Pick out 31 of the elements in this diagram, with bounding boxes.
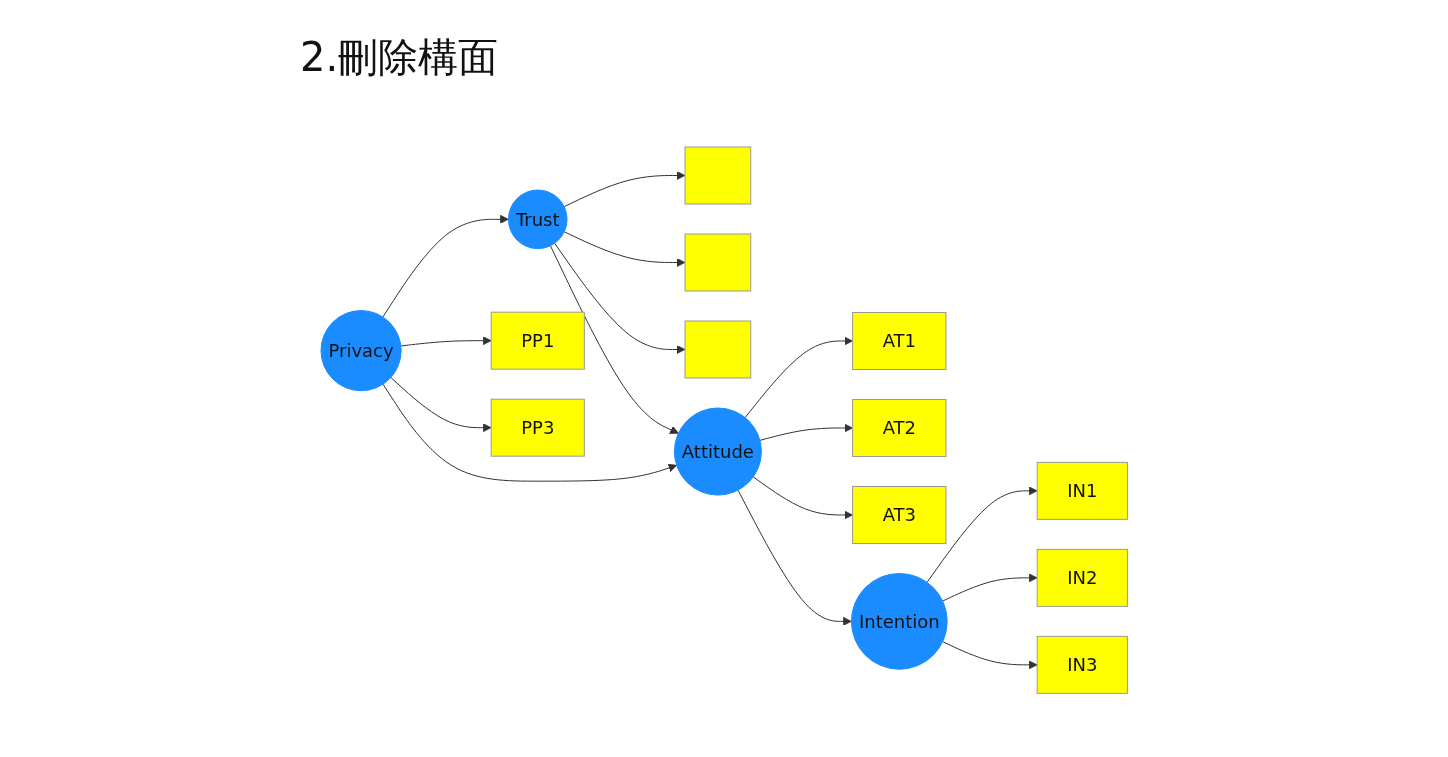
arrow bbox=[549, 245, 679, 434]
arrow bbox=[941, 573, 1038, 602]
node-box bbox=[684, 320, 752, 379]
node-box: IN2 bbox=[1036, 548, 1128, 607]
node-box: PP1 bbox=[490, 311, 585, 370]
arrow bbox=[744, 336, 853, 418]
arrow bbox=[737, 489, 852, 626]
arrow bbox=[563, 231, 686, 267]
node-circle: Privacy bbox=[320, 309, 402, 391]
arrow bbox=[390, 376, 492, 432]
node-box bbox=[684, 233, 752, 292]
arrow bbox=[382, 214, 509, 318]
arrow bbox=[941, 641, 1038, 670]
node-circle: Attitude bbox=[673, 407, 762, 496]
node-box bbox=[684, 146, 752, 205]
node-box: AT1 bbox=[851, 311, 947, 370]
diagram-title: 2.刪除構面 bbox=[300, 33, 499, 82]
arrow bbox=[926, 486, 1038, 583]
node-box: IN1 bbox=[1036, 461, 1128, 520]
node-circle: Intention bbox=[850, 572, 948, 670]
arrow bbox=[563, 170, 686, 207]
node-box: AT2 bbox=[851, 398, 947, 457]
node-circle: Trust bbox=[507, 189, 568, 249]
node-box: AT3 bbox=[851, 485, 947, 544]
arrow bbox=[759, 423, 853, 441]
node-box: PP3 bbox=[490, 398, 585, 457]
node-box: IN3 bbox=[1036, 635, 1128, 694]
arrow bbox=[400, 336, 492, 347]
arrow bbox=[382, 383, 677, 482]
arrow bbox=[752, 476, 853, 520]
arrow bbox=[553, 242, 686, 354]
